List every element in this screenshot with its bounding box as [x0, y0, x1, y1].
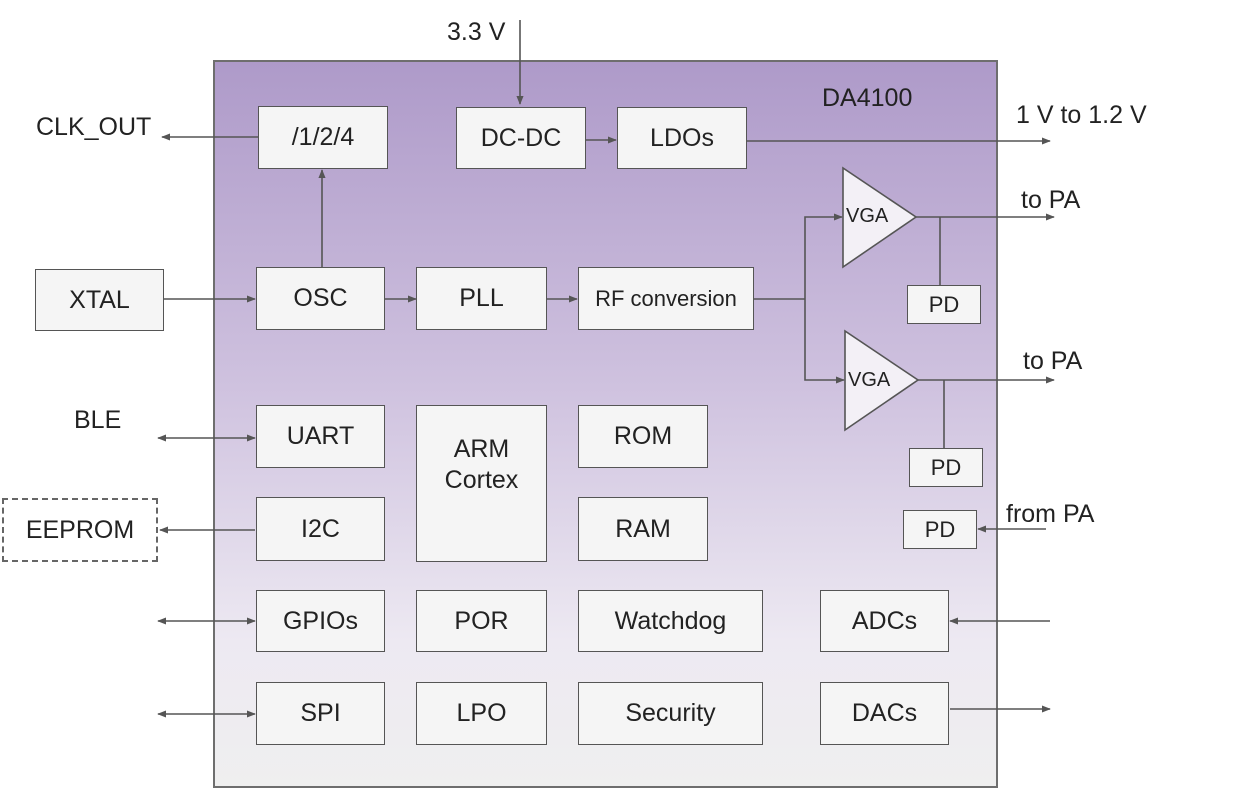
security-block: Security [578, 682, 763, 745]
dacs-block: DACs [820, 682, 949, 745]
eeprom-block: EEPROM [2, 498, 158, 562]
watchdog-block: Watchdog [578, 590, 763, 652]
por-block: POR [416, 590, 547, 652]
to-pa-label-2: to PA [1023, 347, 1083, 375]
to-pa-label-1: to PA [1021, 186, 1081, 214]
rom-block: ROM [578, 405, 708, 468]
vga-2-triangle [844, 329, 920, 432]
dcdc-block: DC-DC [456, 107, 586, 169]
divider-block: /1/2/4 [258, 106, 388, 169]
rf-vga1-line [804, 213, 843, 299]
chip-name: DA4100 [822, 84, 913, 112]
clk-out-label: CLK_OUT [36, 113, 152, 141]
pll-block: PLL [416, 267, 547, 330]
lpo-block: LPO [416, 682, 547, 745]
ram-block: RAM [578, 497, 708, 561]
pd-block-3: PD [903, 510, 977, 549]
xtal-block: XTAL [35, 269, 164, 331]
gpios-block: GPIOs [256, 590, 385, 652]
i2c-block: I2C [256, 497, 385, 561]
spi-block: SPI [256, 682, 385, 745]
from-pa-label: from PA [1006, 500, 1095, 528]
adcs-block: ADCs [820, 590, 949, 652]
rf-vga2-line [804, 299, 845, 384]
uart-block: UART [256, 405, 385, 468]
vga-1-triangle [842, 166, 918, 269]
ble-label: BLE [74, 406, 122, 434]
supply-label: 3.3 V [447, 18, 506, 46]
core-voltage-label: 1 V to 1.2 V [1016, 101, 1147, 129]
pd-block-1: PD [907, 285, 981, 324]
rf-conversion-block: RF conversion [578, 267, 754, 330]
vga-2-label: VGA [848, 369, 891, 391]
vga-1-label: VGA [846, 205, 889, 227]
ldos-block: LDOs [617, 107, 747, 169]
arm-cortex-block: ARM Cortex [416, 405, 547, 562]
pd-block-2: PD [909, 448, 983, 487]
osc-block: OSC [256, 267, 385, 330]
